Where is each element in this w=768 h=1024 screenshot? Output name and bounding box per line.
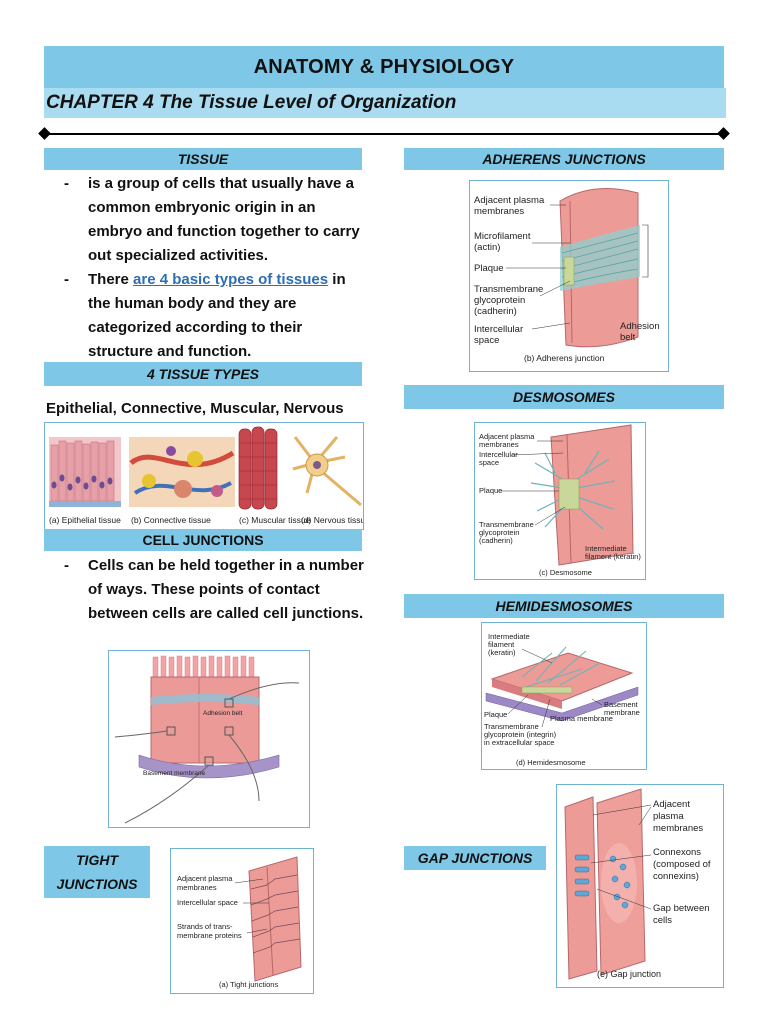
adherens-label-belt: Adhesion [620, 321, 660, 332]
svg-text:membrane proteins: membrane proteins [177, 931, 242, 940]
svg-text:membranes: membranes [474, 206, 524, 217]
hemi-label-plaque: Plaque [484, 710, 507, 719]
svg-text:filament: filament [488, 640, 515, 649]
svg-text:membranes: membranes [653, 823, 703, 834]
adherens-caption: (b) Adherens junction [524, 353, 605, 363]
tissue-bullet-2: - There are 4 basic types of tissues in … [64, 271, 346, 360]
hemi-label-filament: Intermediate [488, 632, 530, 641]
hemi-caption: (d) Hemidesmosome [516, 758, 586, 767]
gap-caption: (e) Gap junction [597, 969, 661, 979]
caption-connective: (b) Connective tissue [131, 515, 211, 525]
desmosome-label-membranes: Adjacent plasma [479, 432, 535, 441]
document-title: ANATOMY & PHYSIOLOGY [44, 46, 724, 88]
cell-junctions-figure: Adhesion belt Basement membrane [108, 650, 310, 828]
cell-junctions-bullet: -Cells can be held together in a number … [64, 554, 364, 626]
tissue-types-list: Epithelial, Connective, Muscular, Nervou… [46, 400, 344, 417]
adherens-label-plaque: Plaque [474, 263, 504, 274]
svg-text:glycoprotein (integrin): glycoprotein (integrin) [484, 730, 557, 739]
svg-text:plasma: plasma [653, 811, 684, 822]
tissue-bullet-1: -is a group of cells that usually have a… [64, 172, 364, 268]
tight-label-space: Intercellular space [177, 898, 238, 907]
basement-membrane-label: Basement membrane [143, 770, 206, 777]
adherens-label-microfilament: Microfilament [474, 231, 531, 242]
tissue-bullet2-pre: There [88, 271, 134, 288]
desmosomes-heading: DESMOSOMES [404, 385, 724, 409]
epithelial-tissue-image [49, 437, 121, 507]
caption-muscular: (c) Muscular tissue [239, 515, 311, 525]
tight-label-membranes: Adjacent plasma [177, 874, 233, 883]
tissue-types-link[interactable]: are 4 basic types of tissues [133, 271, 329, 288]
desmosome-caption: (c) Desmosome [539, 568, 592, 577]
divider-diamond-left [38, 127, 51, 140]
divider-diamond-right [717, 127, 730, 140]
svg-text:filament (keratin): filament (keratin) [585, 552, 641, 561]
svg-text:cells: cells [653, 915, 672, 926]
gap-label-membranes: Adjacent [653, 799, 690, 810]
tissue-definition: is a group of cells that usually have a … [88, 175, 360, 264]
svg-text:glycoprotein: glycoprotein [474, 295, 525, 306]
tight-junctions-heading: TIGHT JUNCTIONS [44, 846, 150, 898]
gap-label-gap: Gap between [653, 903, 710, 914]
adherens-label-membranes: Adjacent plasma [474, 195, 545, 206]
svg-text:membranes: membranes [479, 440, 519, 449]
chapter-title: CHAPTER 4 The Tissue Level of Organizati… [44, 88, 726, 118]
hemidesmosomes-heading: HEMIDESMOSOMES [404, 594, 724, 618]
desmosomes-figure: Adjacent plasma membranes Intercellular … [474, 422, 646, 580]
cell-junctions-heading: CELL JUNCTIONS [44, 529, 362, 551]
hemi-label-plasma: Plasma membrane [550, 714, 613, 723]
tissue-heading: TISSUE [44, 148, 362, 170]
desmosome-label-filament: Intermediate [585, 544, 627, 553]
tissue-text: -is a group of cells that usually have a… [64, 172, 364, 364]
svg-text:(keratin): (keratin) [488, 648, 516, 657]
svg-text:membranes: membranes [177, 883, 217, 892]
connective-tissue-image [129, 437, 235, 507]
tissue-bullet2-post: in the human body and they are categoriz… [88, 271, 346, 360]
svg-text:(cadherin): (cadherin) [474, 306, 517, 317]
gap-junctions-heading: GAP JUNCTIONS [404, 846, 546, 870]
svg-text:glycoprotein: glycoprotein [479, 528, 519, 537]
hemi-label-glycoprotein: Transmembrane [484, 722, 539, 731]
nervous-tissue-image [292, 436, 362, 507]
caption-nervous: (d) Nervous tissue [301, 515, 363, 525]
svg-text:(actin): (actin) [474, 242, 500, 253]
svg-text:belt: belt [620, 332, 636, 343]
gap-label-connexons: Connexons [653, 847, 701, 858]
desmosome-label-glycoprotein: Transmembrane [479, 520, 534, 529]
gap-junctions-figure: Adjacent plasma membranes Connexons (com… [556, 784, 724, 988]
svg-text:membrane: membrane [604, 708, 640, 717]
svg-text:connexins): connexins) [653, 871, 699, 882]
cell-junctions-definition: Cells can be held together in a number o… [88, 557, 364, 622]
tight-label-strands: Strands of trans- [177, 922, 233, 931]
tissue-types-figure: (a) Epithelial tissue (b) Connective tis… [44, 422, 364, 530]
divider-rule [44, 133, 724, 135]
adherens-figure: Adjacent plasma membranes Microfilament … [469, 180, 669, 372]
svg-text:space: space [479, 458, 499, 467]
adherens-heading: ADHERENS JUNCTIONS [404, 148, 724, 170]
desmosome-label-space: Intercellular [479, 450, 518, 459]
adherens-label-glycoprotein: Transmembrane [474, 284, 543, 295]
svg-text:in extracellular space: in extracellular space [484, 738, 554, 747]
adhesion-belt-label: Adhesion belt [203, 710, 243, 717]
cell-junctions-text: -Cells can be held together in a number … [64, 554, 364, 626]
svg-text:(cadherin): (cadherin) [479, 536, 513, 545]
svg-text:space: space [474, 335, 499, 346]
hemi-label-basement: Basement [604, 700, 639, 709]
muscular-tissue-image [238, 426, 278, 510]
tissue-types-heading: 4 TISSUE TYPES [44, 362, 362, 386]
tight-caption: (a) Tight junctions [219, 980, 278, 989]
caption-epithelial: (a) Epithelial tissue [49, 515, 121, 525]
tight-junctions-figure: Adjacent plasma membranes Intercellular … [170, 848, 314, 994]
adherens-label-space: Intercellular [474, 324, 523, 335]
hemidesmosomes-figure: Intermediate filament (keratin) Basement… [481, 622, 647, 770]
desmosome-label-plaque: Plaque [479, 486, 502, 495]
svg-text:(composed of: (composed of [653, 859, 711, 870]
